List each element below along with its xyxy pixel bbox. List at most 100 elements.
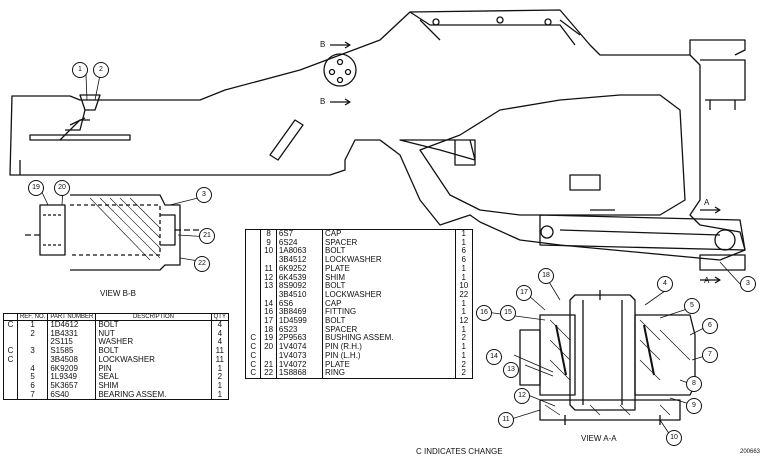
quantity: 6 (461, 246, 466, 256)
callout-5: 5 (684, 298, 700, 314)
part-number: 6K9252 (276, 264, 324, 274)
ref-number: 18 (260, 325, 277, 335)
description: PIN (95, 364, 212, 374)
callout-10: 10 (666, 430, 682, 446)
part-number: 5K3657 (47, 381, 97, 391)
quantity: 2 (217, 372, 223, 382)
ref-number: 16 (260, 308, 277, 318)
callout-12: 12 (514, 388, 530, 404)
callout-3-main: 3 (740, 276, 756, 292)
description: SHIM (95, 381, 212, 391)
quantity: 4 (217, 337, 223, 347)
callout-11: 11 (498, 412, 514, 428)
description: LOCKWASHER (95, 355, 212, 365)
ref-number (260, 256, 277, 265)
quantity: 12 (459, 316, 469, 326)
part-number: 6K9209 (47, 364, 97, 374)
col-change (3, 313, 18, 321)
change-mark: C (250, 368, 257, 378)
section-a-label-bottom: A (704, 276, 710, 285)
ref-number: 19 (260, 334, 277, 344)
frame-inner-opening (419, 94, 686, 216)
description: SHIM (322, 273, 456, 283)
quantity: 1 (461, 263, 466, 273)
callout-13: 13 (503, 362, 519, 378)
description: CAP (322, 299, 456, 309)
change-mark (246, 291, 261, 300)
ref-number: 12 (260, 273, 277, 283)
part-number: 1V4074 (276, 342, 324, 352)
ref-number: 14 (260, 299, 277, 309)
quantity: 2 (461, 368, 466, 378)
part-number: 6S7 (276, 229, 324, 239)
callout-14: 14 (486, 349, 502, 365)
part-number: 6S40 (47, 390, 97, 400)
part-number: 6K4539 (276, 273, 324, 283)
description: PIN (L.H.) (322, 351, 456, 361)
change-mark: C (7, 346, 14, 356)
quantity: 1 (461, 324, 466, 334)
part-number: 3B8469 (276, 308, 324, 318)
ref-number (16, 338, 49, 348)
callout-18: 18 (538, 268, 554, 284)
change-mark (246, 282, 261, 291)
ref-number: 4 (16, 364, 49, 374)
frame-lower-edge (19, 119, 90, 175)
callout-15: 15 (500, 305, 516, 321)
callout-3-view-bb: 3 (196, 187, 212, 203)
section-b-plate (323, 53, 357, 87)
bolt-bracket (65, 94, 101, 131)
description: CAP (322, 229, 456, 239)
description: NUT (95, 329, 212, 339)
part-number: 1S8868 (276, 368, 324, 379)
part-number: 3B4510 (276, 290, 324, 300)
description: BEARING ASSEM. (95, 390, 212, 400)
change-mark: C (7, 354, 14, 364)
change-mark: C (250, 359, 257, 369)
quantity: 6 (461, 255, 466, 265)
callout-9: 9 (686, 398, 702, 414)
callout-2: 2 (93, 62, 109, 78)
view-bb-caption: VIEW B-B (100, 289, 137, 298)
bracket-hole (432, 18, 440, 26)
description: BUSHING ASSEM. (322, 334, 456, 344)
quantity: 1 (461, 350, 466, 360)
description: BOLT (95, 346, 212, 356)
quantity: 4 (217, 320, 223, 329)
view-bb-drawing (25, 194, 200, 271)
ref-number: 8 (260, 229, 277, 239)
quantity: 1 (461, 307, 466, 317)
part-number: 3B4512 (276, 255, 324, 265)
part-number: 3B4508 (47, 355, 97, 365)
ref-number: 3 (16, 346, 49, 356)
col-qty: QTY (211, 313, 229, 321)
change-mark (246, 317, 261, 326)
callout-17: 17 (516, 285, 532, 301)
callout-16: 16 (476, 305, 492, 321)
description: FITTING (322, 308, 456, 318)
part-number: 1V4072 (276, 360, 324, 370)
ref-number: 21 (260, 360, 277, 370)
quantity: 1 (217, 380, 223, 390)
ref-number (260, 290, 277, 300)
change-mark (4, 373, 18, 382)
pivot-bolt-left (540, 225, 554, 239)
change-mark (4, 330, 18, 339)
ref-number (260, 351, 277, 361)
callout-19: 19 (28, 180, 44, 196)
quantity: 4 (217, 328, 223, 338)
